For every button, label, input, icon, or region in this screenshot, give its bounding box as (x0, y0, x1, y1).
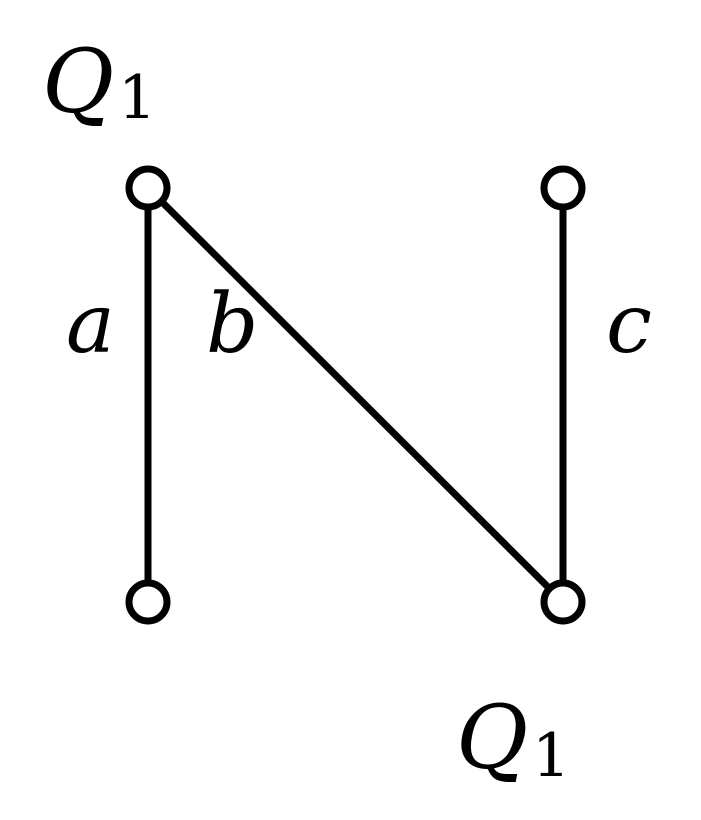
edge-label-c: c (606, 277, 652, 372)
node-top-left (125, 165, 171, 211)
node-bottom-left (125, 579, 171, 625)
node-label-bottom-right-subscript: 1 (532, 721, 570, 791)
edge-b (144, 184, 567, 606)
node-label-top-left-subscript: 1 (118, 63, 156, 133)
edge-label-b: b (206, 277, 259, 372)
node-label-bottom-right: Q1 (456, 686, 570, 791)
edge-label-a: a (66, 277, 115, 372)
node-bottom-right (540, 579, 586, 625)
node-label-top-left-symbol: Q (42, 30, 114, 133)
node-label-bottom-right-symbol: Q (456, 686, 528, 789)
node-label-top-left: Q1 (42, 30, 156, 133)
node-top-right (540, 165, 586, 211)
